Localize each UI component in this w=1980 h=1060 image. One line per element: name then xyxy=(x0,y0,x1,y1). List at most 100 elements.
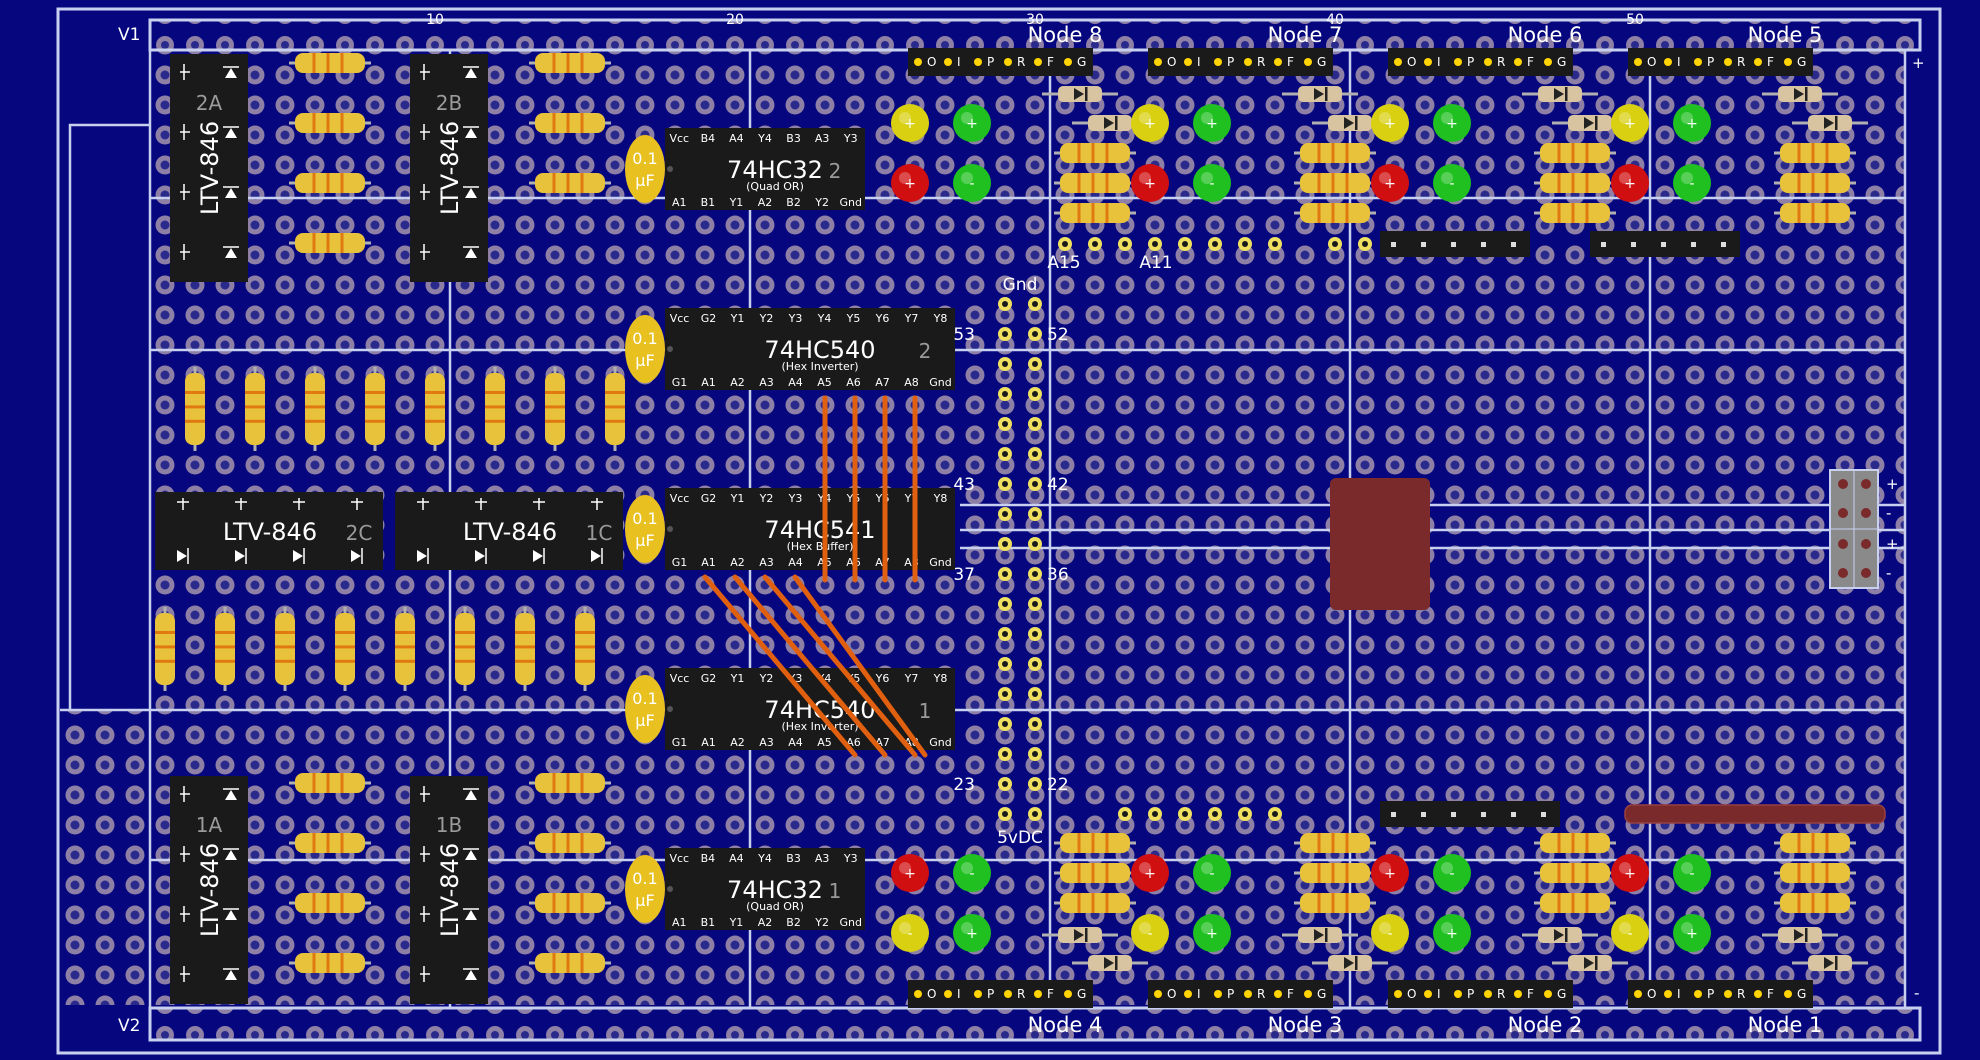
svg-text:-: - xyxy=(969,176,974,192)
jumper-wire xyxy=(792,574,928,758)
resistor xyxy=(289,113,371,133)
chip-pin-label: G2 xyxy=(701,672,717,685)
led: + xyxy=(1611,104,1649,142)
resistor xyxy=(515,607,535,691)
resistor xyxy=(1054,173,1136,193)
chip-pin-label: B3 xyxy=(786,132,801,145)
a11-label: A11 xyxy=(1139,253,1172,273)
capacitor-unit: µF xyxy=(635,711,654,730)
chip-pin-label: Y8 xyxy=(933,672,948,685)
led: - xyxy=(1193,854,1231,892)
resistor xyxy=(1054,143,1136,163)
chip-description: (Quad OR) xyxy=(746,180,804,193)
capacitor: 0.1µF xyxy=(625,495,665,563)
node-pin-label: G xyxy=(1797,987,1806,1001)
optocoupler-label: 1A xyxy=(196,813,223,837)
chip-pin-label: A1 xyxy=(701,736,716,749)
svg-text:+: + xyxy=(1686,926,1698,942)
node-title: Node 5 xyxy=(1748,23,1823,47)
node-pin-label: P xyxy=(1707,55,1714,69)
pin-52-label: 52 xyxy=(1047,325,1069,345)
led: - xyxy=(953,854,991,892)
chip-pin-label: B4 xyxy=(701,132,716,145)
chip-pin-label: Vcc xyxy=(670,672,690,685)
chip-description: (Hex Inverter) xyxy=(781,360,858,373)
node-pin-label: G xyxy=(1797,55,1806,69)
node-pin-label: O xyxy=(1167,55,1176,69)
chip-pin-label: B2 xyxy=(786,196,801,209)
svg-text:+: + xyxy=(1624,116,1636,132)
terminal-label-4: - xyxy=(1886,564,1891,582)
node-pin-label: I xyxy=(1677,987,1681,1001)
resistor xyxy=(529,773,611,793)
capacitor-value: 0.1 xyxy=(632,329,657,348)
led: + xyxy=(953,914,991,952)
chip-pin-label: Gnd xyxy=(839,916,861,929)
svg-text:+: + xyxy=(1384,866,1396,882)
node-pin-label: G xyxy=(1317,55,1326,69)
led: + xyxy=(1131,164,1169,202)
resistor xyxy=(425,367,445,451)
chip-pin-label: Y1 xyxy=(730,672,745,685)
edge-minus-mark: - xyxy=(1914,984,1919,1002)
chip-pin-label: B2 xyxy=(786,916,801,929)
chip-number: 1 xyxy=(829,879,842,903)
led: - xyxy=(1371,914,1409,952)
svg-text:+: + xyxy=(1206,116,1218,132)
chip-pin-label: A2 xyxy=(730,376,745,389)
node-pin-label: O xyxy=(1167,987,1176,1001)
led: - xyxy=(1673,164,1711,202)
node-pin-label: I xyxy=(957,55,961,69)
node-pin-label: F xyxy=(1527,987,1534,1001)
chip-pin-label: G2 xyxy=(701,312,717,325)
svg-text:-: - xyxy=(1209,866,1214,882)
diode xyxy=(1792,955,1868,971)
svg-text:-: - xyxy=(1689,866,1694,882)
pin-37-label: 37 xyxy=(953,565,975,585)
node-pin-label: O xyxy=(1647,987,1656,1001)
node-pin-label: I xyxy=(1197,987,1201,1001)
resistor xyxy=(395,607,415,691)
chip-pin-label: Y3 xyxy=(843,132,858,145)
chip-pin-label: B1 xyxy=(701,196,716,209)
chip-pin-label: Y2 xyxy=(759,672,774,685)
svg-text:+: + xyxy=(1686,116,1698,132)
led: - xyxy=(1193,164,1231,202)
led: + xyxy=(1371,104,1409,142)
resistor xyxy=(1294,863,1376,883)
diode xyxy=(1042,86,1118,102)
svg-text:-: - xyxy=(907,926,912,942)
svg-text:+: + xyxy=(1446,926,1458,942)
node-title: Node 2 xyxy=(1508,1013,1583,1037)
chip-pin-label: A4 xyxy=(788,736,803,749)
capacitor-unit: µF xyxy=(635,891,654,910)
capacitor-value: 0.1 xyxy=(632,689,657,708)
led: - xyxy=(1673,854,1711,892)
chip-pin-label: B1 xyxy=(701,916,716,929)
node-title: Node 6 xyxy=(1508,23,1583,47)
chip-pin-label: Y4 xyxy=(757,132,772,145)
resistor xyxy=(575,607,595,691)
node-pin-label: P xyxy=(1227,55,1234,69)
resistor xyxy=(1054,833,1136,853)
node-pin-label: F xyxy=(1527,55,1534,69)
pin-23-label: 23 xyxy=(953,775,975,795)
resistor xyxy=(289,833,371,853)
chip-pin-label: A7 xyxy=(875,376,890,389)
chip-name: 74HC32 xyxy=(727,156,823,184)
node-pin-label: R xyxy=(1737,987,1745,1001)
svg-text:+: + xyxy=(966,116,978,132)
column-marker-40: 40 xyxy=(1326,12,1344,28)
optocoupler-label: 2A xyxy=(196,91,223,115)
chip-pin-label: Y6 xyxy=(875,312,890,325)
resistor xyxy=(529,173,611,193)
chip-pin-label: G1 xyxy=(672,556,688,569)
node-title: Node 8 xyxy=(1028,23,1103,47)
node-pin-label: R xyxy=(1257,987,1265,1001)
resistor xyxy=(1534,893,1616,913)
node-pin-label: O xyxy=(927,55,936,69)
led: + xyxy=(891,854,929,892)
chip-pin-label: A4 xyxy=(729,852,744,865)
